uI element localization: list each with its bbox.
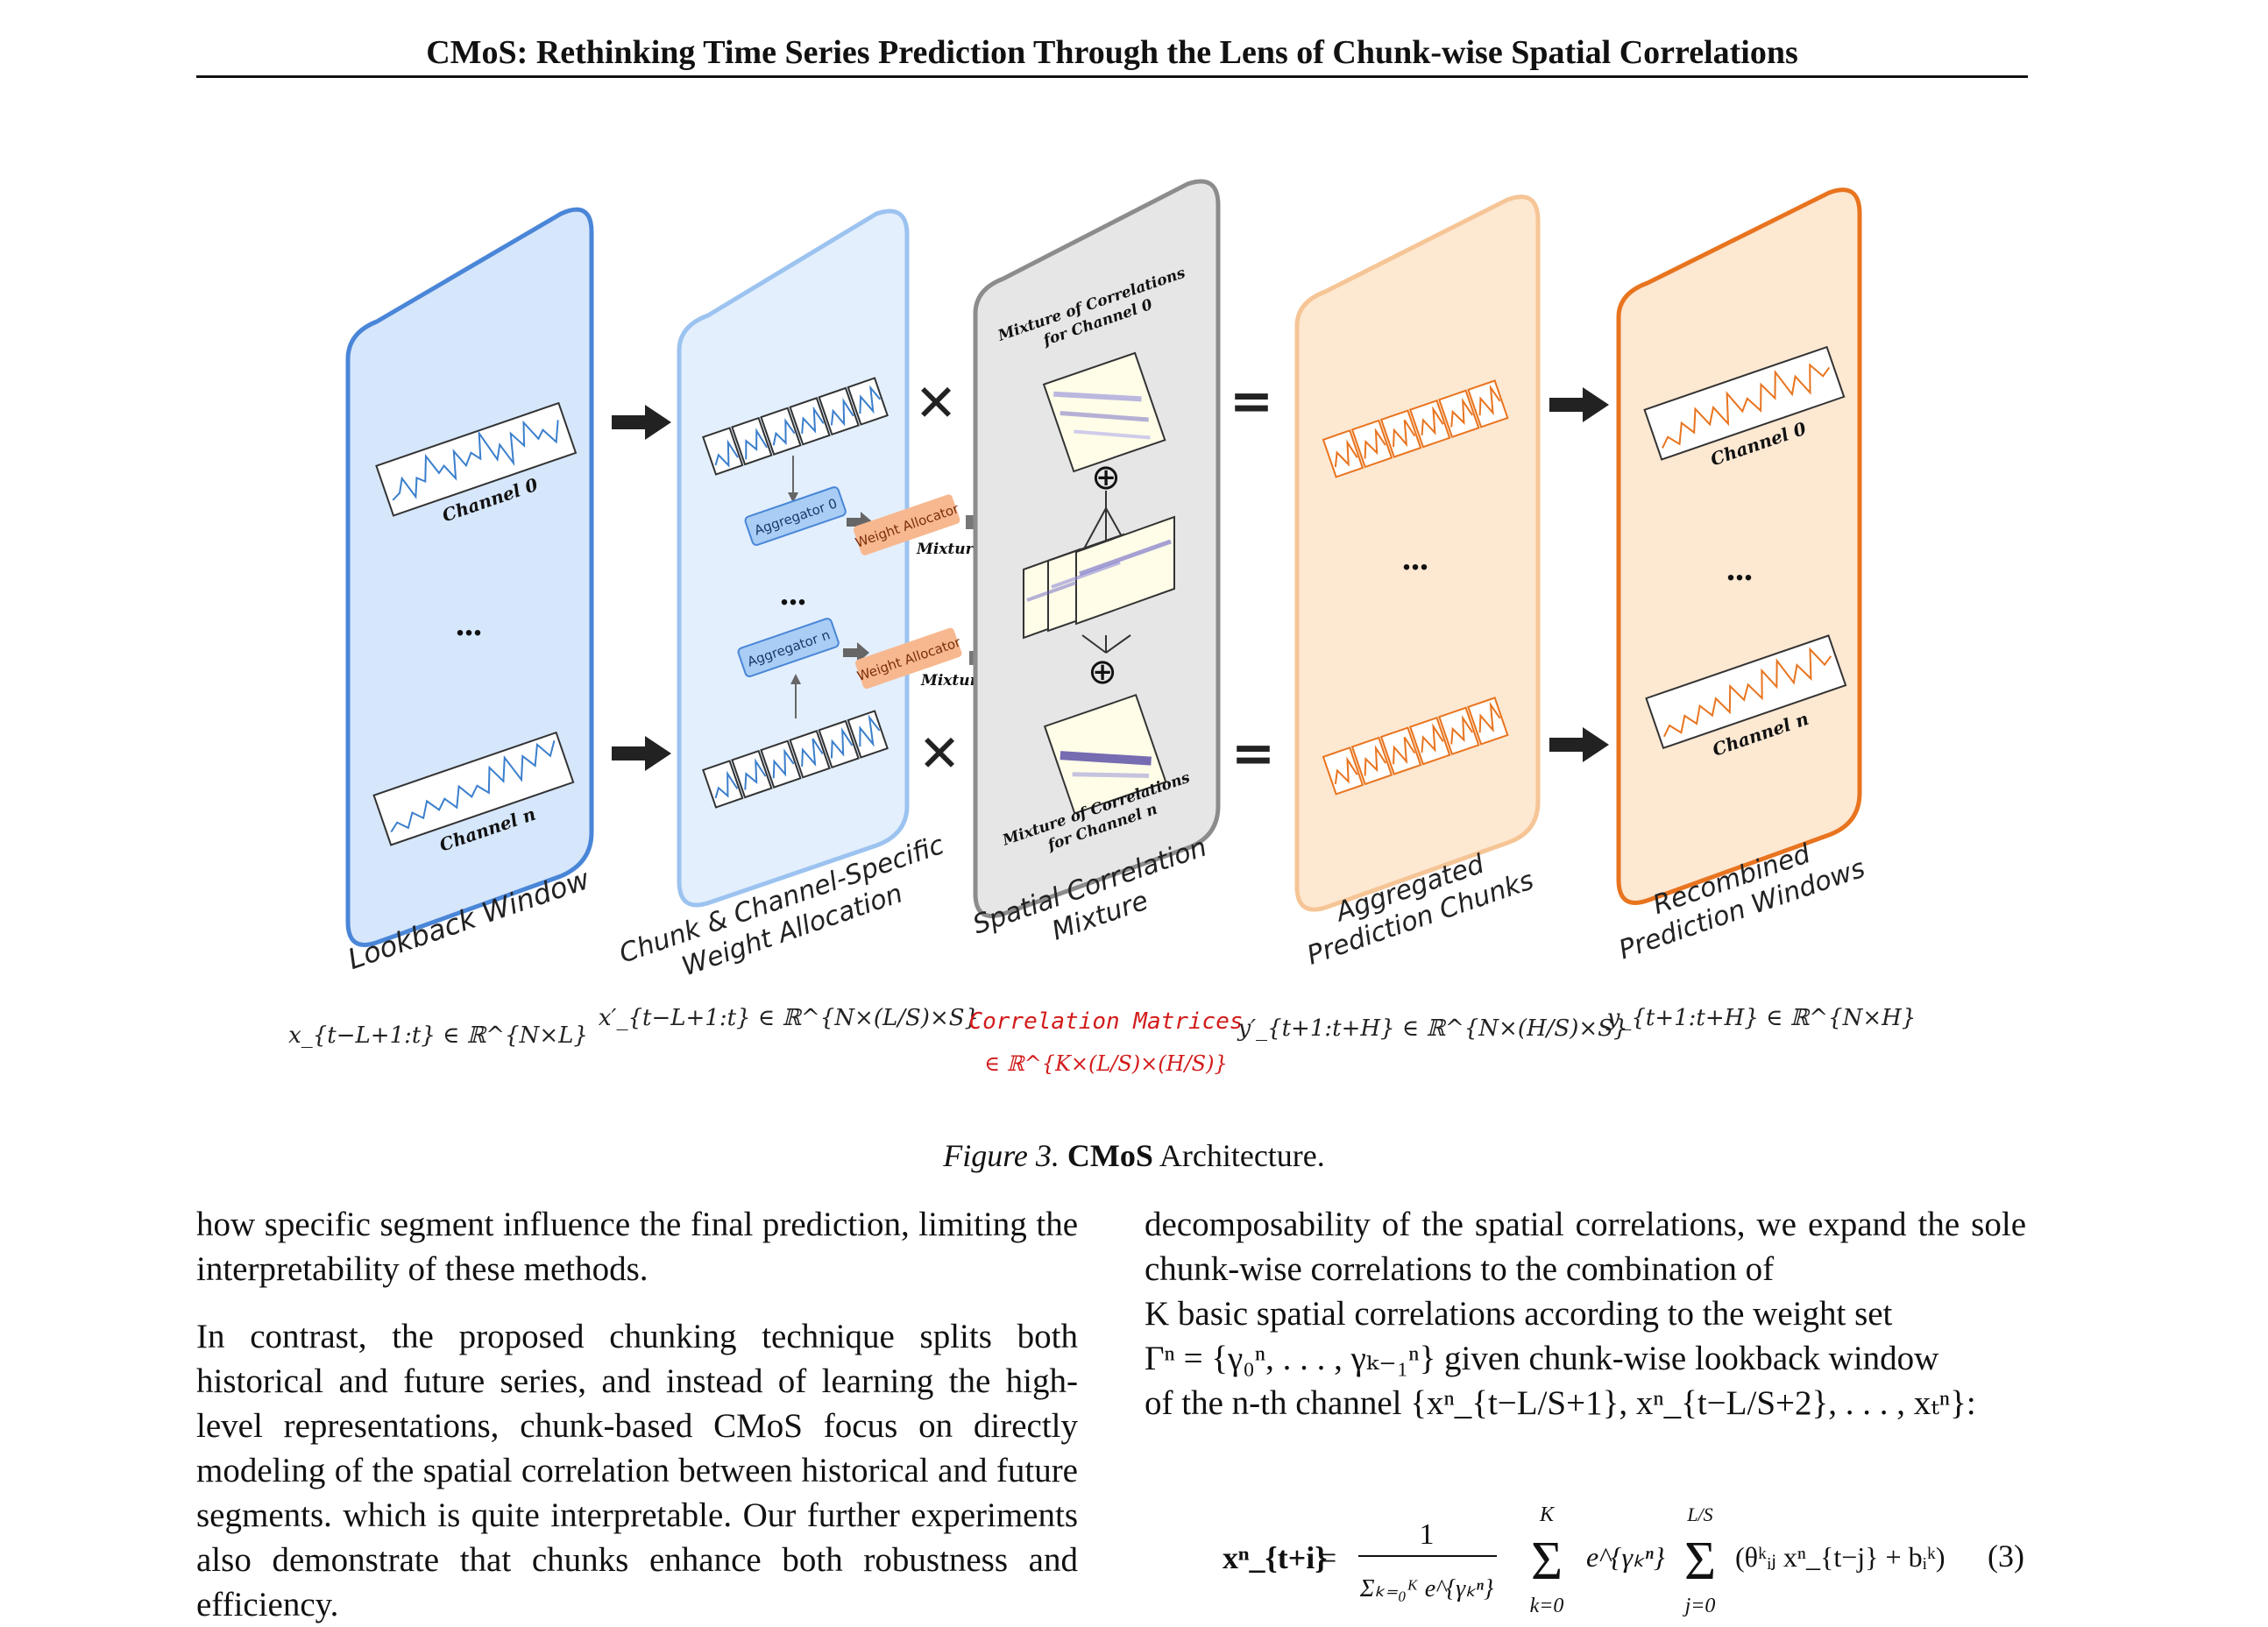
ellipsis: ... xyxy=(456,604,482,643)
panel-math: x_{t−L+1:t} ∈ ℝ^{N×L} xyxy=(288,1022,588,1049)
eq-sum2-top: L/S xyxy=(1686,1503,1712,1525)
svg-text:=: = xyxy=(1319,1540,1336,1575)
header-rule xyxy=(196,75,2028,78)
chunk-row-top xyxy=(702,377,889,476)
eq-den: Σₖ₌₀ᴷ e^{γₖⁿ} xyxy=(1359,1575,1493,1602)
chunk-row-bottom xyxy=(702,710,889,809)
text-line: Γⁿ = {γ₀ⁿ, . . . , γₖ₋₁ⁿ} given chunk-wi… xyxy=(1145,1340,1939,1377)
chunk-row-top xyxy=(1322,379,1509,478)
arrow-right-bottom xyxy=(612,736,671,771)
weight-allocator-0 xyxy=(853,494,960,555)
aggregator-0 xyxy=(744,486,847,547)
arrow-right-top-2 xyxy=(1549,387,1609,422)
equals-top: = xyxy=(1230,371,1273,432)
panel-spatial-correlation: Mixture of Correlations for Channel 0 ⊕ … xyxy=(968,179,1244,1076)
multiply-top: ✕ xyxy=(915,373,958,433)
eq-num: 1 xyxy=(1420,1518,1435,1551)
panel-lookback-window: Channel 0 ... Channel n Lookback Window … xyxy=(288,207,594,1049)
arrow-right-top xyxy=(612,405,671,440)
chunk-row-bottom xyxy=(1322,697,1509,796)
text-line: decomposability of the spatial correlati… xyxy=(1145,1206,2026,1288)
svg-text:Σ: Σ xyxy=(1531,1532,1563,1591)
panel-recombined-windows: Channel 0 ... Channel n Recombined Predi… xyxy=(1606,187,1917,1031)
svg-text:Correlation Matrices: Correlation Matrices xyxy=(968,1008,1243,1035)
correlation-matrix-stack xyxy=(1023,515,1175,640)
multiply-bottom: ✕ xyxy=(918,724,961,783)
svg-text:...: ... xyxy=(1726,548,1753,588)
svg-text:...: ... xyxy=(780,573,806,612)
svg-text:Σ: Σ xyxy=(1684,1532,1716,1591)
equals-bottom: = xyxy=(1231,723,1275,784)
aggregator-n xyxy=(737,618,840,678)
running-header: CMoS: Rethinking Time Series Prediction … xyxy=(426,34,1798,71)
caption-name: CMoS xyxy=(1067,1138,1153,1173)
arrow-right-bottom-2 xyxy=(1549,727,1609,762)
equation-3: xⁿ_{t+i} = 1 Σₖ₌₀ᴷ e^{γₖⁿ} K Σ k=0 e^{γₖ… xyxy=(1223,1503,2024,1617)
paragraph: In contrast, the proposed chunking techn… xyxy=(196,1318,1078,1623)
svg-text:∈ ℝ^{K×(L/S)×(H/S)}: ∈ ℝ^{K×(L/S)×(H/S)} xyxy=(984,1051,1228,1076)
eq-number: (3) xyxy=(1988,1539,2024,1574)
eq-sum1-bot: k=0 xyxy=(1530,1595,1564,1617)
left-column: how specific segment influence the final… xyxy=(196,1202,1078,1627)
svg-text:...: ... xyxy=(1402,538,1428,577)
weight-allocator-n xyxy=(854,627,962,690)
eq-lhs: xⁿ_{t+i} xyxy=(1223,1540,1327,1575)
correlation-matrix-channel-0 xyxy=(1042,351,1166,473)
channel-0-series xyxy=(375,401,578,517)
panel-math: y′_{t+1:t+H} ∈ ℝ^{N×(H/S)×S} xyxy=(1237,1015,1627,1042)
paragraph: how specific segment influence the final… xyxy=(196,1206,1078,1288)
panel-math: x′_{t−L+1:t} ∈ ℝ^{N×(L/S)×S} xyxy=(599,1005,979,1031)
panel-math: y_{t+1:t+H} ∈ ℝ^{N×H} xyxy=(1606,1005,1917,1031)
eq-sum2-bot: j=0 xyxy=(1683,1595,1716,1617)
figure-caption: Figure 3. CMoS Architecture. xyxy=(0,1137,2268,1174)
architecture-figure: Channel 0 ... Channel n Lookback Window … xyxy=(288,179,1917,1076)
text-line: of the n-th channel {xⁿ_{t−L/S+1}, xⁿ_{t… xyxy=(1145,1384,1976,1422)
panel-aggregated-chunks: ... Aggregated Prediction Chunks y′_{t+1… xyxy=(1237,195,1628,1042)
right-column: decomposability of the spatial correlati… xyxy=(1145,1202,2026,1425)
text-line: K basic spatial correlations according t… xyxy=(1145,1295,1893,1333)
eq-term: e^{γₖⁿ} xyxy=(1586,1541,1665,1573)
eq-body: (θᵏᵢⱼ xⁿ_{t−j} + bᵢᵏ) xyxy=(1735,1541,1946,1573)
oplus-bottom: ⊕ xyxy=(1088,652,1117,692)
panel-weight-allocation: Aggregator 0 Weight Allocator ... Aggreg… xyxy=(599,209,979,1031)
caption-label: Figure 3. xyxy=(943,1138,1060,1173)
eq-sum1-top: K xyxy=(1539,1503,1556,1526)
caption-text: Architecture. xyxy=(1159,1138,1325,1173)
